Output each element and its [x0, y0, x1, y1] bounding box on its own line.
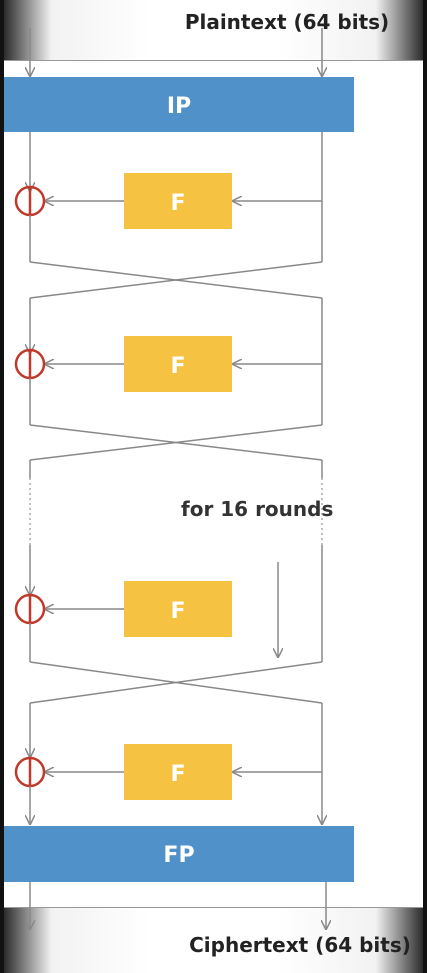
round2-xor-icon — [14, 348, 46, 380]
cross3-b — [29, 661, 323, 704]
fp-label: FP — [163, 843, 194, 868]
ip-label: IP — [167, 94, 191, 119]
round2-f-label: F — [170, 354, 185, 379]
round1-xor-icon — [14, 185, 46, 217]
cross2-b — [29, 424, 323, 461]
round4-f-block — [124, 744, 232, 800]
fp-block — [4, 826, 354, 882]
ip-block — [4, 77, 354, 132]
round3-xor-icon — [14, 593, 46, 625]
round3-f-block — [124, 581, 232, 637]
round1-f-label: F — [170, 191, 185, 216]
round4-f-label: F — [170, 762, 185, 787]
round3-f-label: F — [170, 599, 185, 624]
cross1-b — [29, 261, 323, 299]
loop-label: for 16 rounds — [181, 497, 333, 521]
plaintext-label: Plaintext (64 bits) — [185, 10, 389, 34]
ciphertext-label: Ciphertext (64 bits) — [189, 933, 411, 957]
left-edge-shadow — [0, 0, 4, 973]
round4-xor-icon — [14, 756, 46, 788]
right-edge-shadow — [423, 0, 427, 973]
round1-f-block — [124, 173, 232, 229]
round2-f-block — [124, 336, 232, 392]
